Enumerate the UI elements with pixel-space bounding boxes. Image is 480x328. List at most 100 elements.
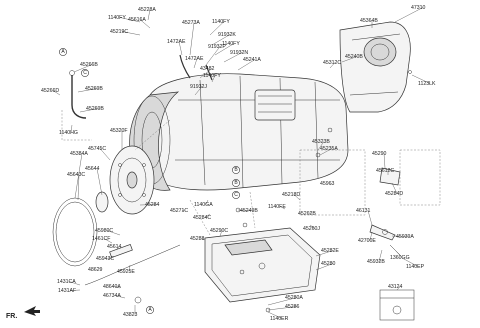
leader-line [201,238,206,241]
part-label: 45219C [110,29,128,35]
leader-line [194,86,203,96]
leader-line [267,311,283,319]
leader-line [309,224,316,229]
part-label: 45614 [107,244,122,250]
oil-pan [204,227,321,303]
leader-line [211,75,216,83]
part-label: 45269B [86,106,104,112]
part-label: 1140FY [203,73,221,79]
part-label: 1140FY [212,19,230,25]
leader-line [391,235,409,237]
extension-housing [339,21,411,113]
range-switch [379,167,401,186]
part-label: 1140HG [59,130,78,136]
leader-line [74,153,83,199]
part-label: 43823 [123,312,138,318]
leader-line [147,9,151,21]
leader-line [214,43,235,56]
leader-line [178,41,183,56]
cooler-pipe [69,70,87,119]
seal-ring-large [52,197,98,267]
shift-cable [84,243,181,304]
part-label: 45312C [323,60,341,66]
leader-line [341,56,358,63]
leader-line [77,88,98,93]
leader-line [315,250,334,257]
leader-line [121,31,141,36]
part-label: 45282E [321,248,339,254]
part-label: 1140FY [108,15,126,21]
leader-line [96,168,103,196]
part-label: 45364B [360,18,378,24]
leader-line [223,52,243,63]
leader-line [70,124,73,133]
leader-line [329,183,333,186]
front-direction-indicator: FR. [6,306,40,320]
part-label: 45271C [170,208,188,214]
part-label: 45280 [321,261,336,267]
leader-line [209,21,225,36]
leader-line [329,62,336,69]
part-label: 45932B [367,259,385,265]
leader-line [106,230,121,236]
part-label: 1140EP [406,264,425,270]
inset-43124 [379,289,415,321]
leader-line [394,249,403,258]
callout-b: B [232,166,240,174]
assembly-line [134,119,256,236]
part-label: 45273A [182,20,200,26]
leader-line [279,206,286,210]
part-label: 45284 [145,202,160,208]
part-label: 42700E [358,238,376,244]
part-label: 46131 [356,208,371,214]
leader-line [77,174,80,201]
leader-line [69,289,81,291]
leader-line [315,263,334,271]
oil-filter [224,239,273,256]
transmission-case [129,73,349,191]
leader-line [99,148,111,161]
leader-line [396,286,401,291]
leader-line [205,199,209,205]
part-label: 45235A [320,146,338,152]
part-label: 45643C [67,172,85,178]
leader-line [391,182,398,194]
part-label: 48629 [88,267,103,273]
leader-line [189,22,195,56]
part-label: 43124 [388,284,403,290]
part-label: 45260J [303,226,320,232]
leader-line [383,153,386,169]
part-label: 45925E [117,269,135,275]
callout-letter: C [234,192,238,198]
part-labels: 45228A45616A1140FY45273A45219C1472AE9193… [41,5,436,322]
part-label: 1472AE [167,39,186,45]
part-label: 45284C [193,215,211,221]
part-label: 45980C [95,228,113,234]
part-label: 45943C [96,256,114,262]
callout-b: B [232,179,240,187]
callout-c: C [232,191,240,199]
part-label: 45286 [285,304,300,310]
part-label: 45644 [85,166,100,172]
leader-line [116,246,120,250]
part-label: 45320F [110,128,128,134]
leader-line [237,59,256,71]
callout-a: A [146,306,154,314]
part-label: 45266D [41,88,59,94]
part-label: 45266B [80,62,98,68]
leader-line [139,204,158,206]
part-label: 45323B [312,139,330,145]
leader-line [128,264,131,272]
leader-line [411,74,431,84]
leader-line [267,306,298,311]
leader-line [267,297,298,306]
part-label: 45616A [128,17,146,23]
part-label: 45612C [376,168,394,174]
callout-letter: A [148,307,152,313]
part-label: 1140FY [222,41,240,47]
leader-line [394,7,424,23]
part-label: 45290C [210,228,228,234]
part-label: 45284D [385,191,403,197]
breather-hose [179,54,213,81]
